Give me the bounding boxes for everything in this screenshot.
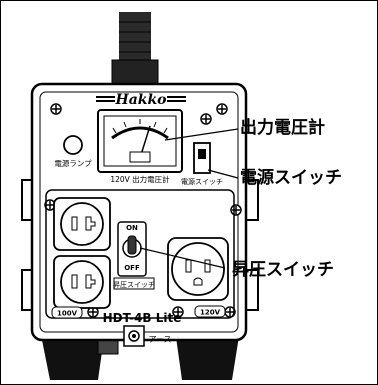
leader-power-switch xyxy=(207,169,239,179)
switch-on-label: ON xyxy=(126,224,138,232)
leader-boost-switch xyxy=(139,247,226,269)
outlet-100v-bottom xyxy=(53,255,111,309)
switch-off-label: OFF xyxy=(124,264,140,272)
model-name: HDT-4B Lite xyxy=(103,311,182,325)
boost-switch-label: 昇圧スイッチ xyxy=(113,281,155,289)
right-foot xyxy=(175,330,240,380)
left-foot xyxy=(40,330,105,380)
outlet-120v xyxy=(167,237,229,301)
power-switch-label: 電源スイッチ xyxy=(181,177,223,186)
tag-100v: 100V xyxy=(57,310,78,318)
brand-logo: Hakko xyxy=(96,92,186,108)
outlet-100v-top xyxy=(53,197,111,251)
callout-meter: 出力電圧計 xyxy=(240,118,325,138)
callout-power-switch: 電源スイッチ xyxy=(240,168,342,188)
power-lamp xyxy=(63,135,83,155)
meter-scale xyxy=(111,126,169,140)
leader-meter xyxy=(164,128,239,141)
lamp-label: 電源ランプ xyxy=(54,159,92,168)
brand-text: Hakko xyxy=(114,92,166,108)
boost-toggle[interactable] xyxy=(127,235,137,255)
callout-boost-switch: 昇圧スイッチ xyxy=(232,260,334,280)
outlet-panel xyxy=(45,189,235,319)
ground-label: アース xyxy=(148,335,171,344)
meter-label: 120V 出力電圧計 xyxy=(110,174,170,184)
tag-120v: 120V xyxy=(200,309,221,317)
